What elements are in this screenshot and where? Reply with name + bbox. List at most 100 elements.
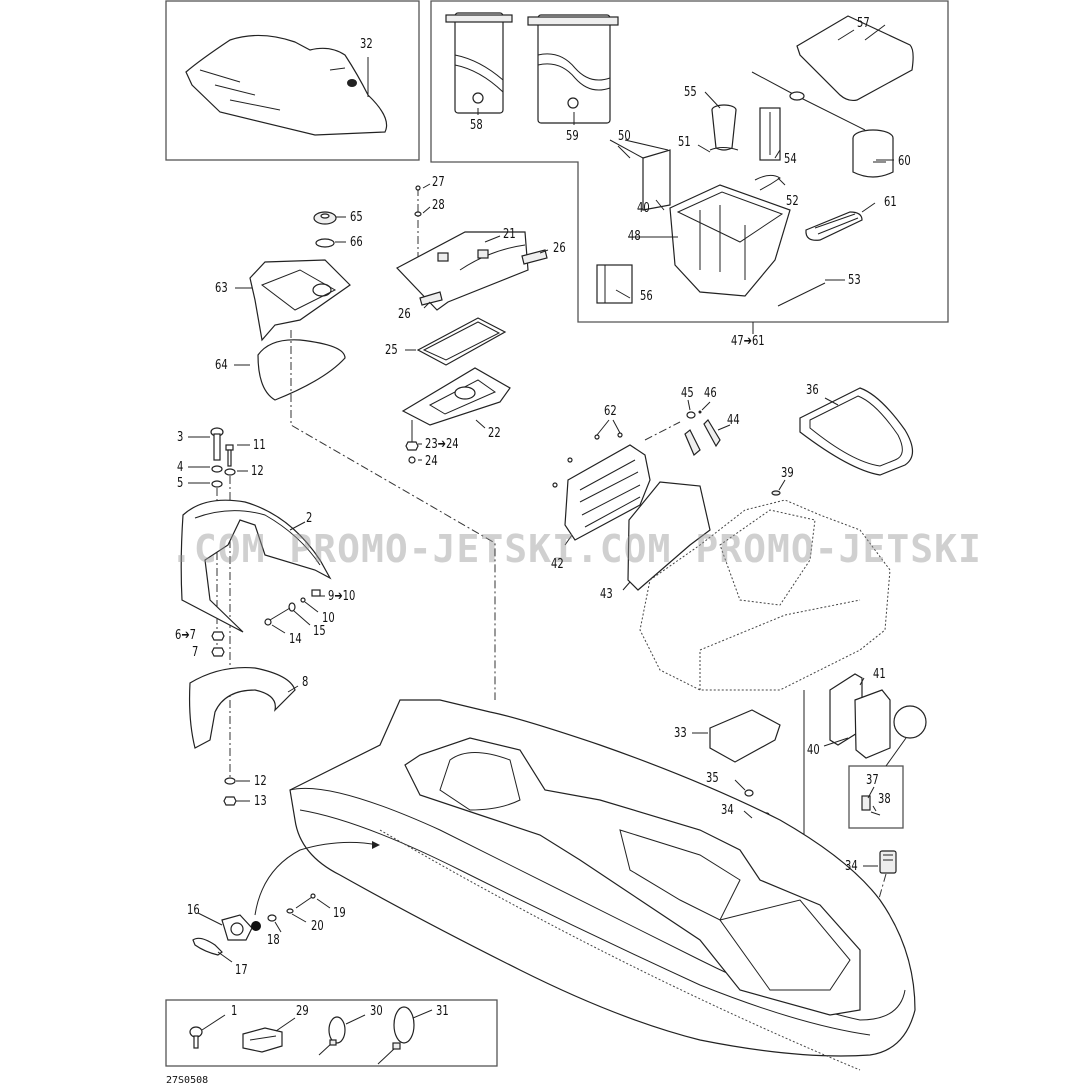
gasket-part-43 (627, 481, 711, 591)
washer-part-12a (224, 468, 236, 476)
hardware-inset-box (165, 999, 498, 1067)
connector-part-29 (242, 1027, 283, 1053)
callout-53: 53 (848, 273, 861, 288)
callout-54: 54 (784, 152, 797, 167)
callout-26-right: 26 (553, 241, 566, 256)
lanyard-float (789, 91, 805, 101)
callout-18: 18 (267, 933, 280, 948)
leader-lines (188, 29, 894, 1032)
cup-part-55 (704, 91, 737, 151)
callout-32: 32 (360, 37, 373, 52)
hose-connector (251, 921, 261, 931)
clip-part-52 (754, 174, 781, 191)
callout-22: 22 (488, 426, 501, 441)
latch-part-37 (861, 795, 871, 811)
latch-detail-box (848, 765, 904, 829)
callout-12-upper: 12 (251, 464, 264, 479)
callout-10: 10 (322, 611, 335, 626)
cowl-part-2 (180, 499, 332, 633)
pad-part-57 (796, 15, 914, 102)
screw-part-14 (269, 607, 291, 621)
callout-61: 61 (884, 195, 897, 210)
callout-59: 59 (566, 129, 579, 144)
callout-56: 56 (640, 289, 653, 304)
plate-part-33 (709, 709, 781, 763)
callout-55: 55 (684, 85, 697, 100)
callout-2: 2 (306, 511, 313, 526)
callout-40-storage: 40 (637, 201, 650, 216)
tray-part-22 (401, 367, 511, 426)
latch-part-40 (854, 689, 891, 759)
washer-part-5 (211, 480, 223, 488)
clip-part-17 (192, 937, 223, 956)
gasket-part-25 (416, 317, 507, 366)
callout-38: 38 (878, 792, 891, 807)
callout-39: 39 (781, 466, 794, 481)
callout-17: 17 (235, 963, 248, 978)
callout-33: 33 (674, 726, 687, 741)
storage-kit-inset-box (430, 0, 949, 323)
callout-47-61: 47➔61 (731, 334, 765, 349)
callout-8: 8 (302, 675, 309, 690)
callout-58: 58 (470, 118, 483, 133)
detail-circle (893, 705, 927, 739)
glovebox-part-63 (249, 259, 351, 342)
callout-15: 15 (313, 624, 326, 639)
tether-part-35 (744, 789, 754, 797)
callout-27: 27 (432, 175, 445, 190)
watermark-text: .COM PROMO-JETSKI.COM PROMO-JETSKI (170, 527, 982, 571)
callout-25: 25 (385, 343, 398, 358)
bolt-part-11 (225, 444, 234, 467)
callout-28: 28 (432, 198, 445, 213)
washer-part-18 (267, 914, 277, 922)
fitting-part-16 (221, 914, 253, 941)
pad-part-26b (419, 291, 443, 306)
nut-part-39 (771, 490, 781, 496)
washer-part-15 (288, 602, 296, 612)
callout-52: 52 (786, 194, 799, 209)
callout-41: 41 (873, 667, 886, 682)
callout-60: 60 (898, 154, 911, 169)
callout-50: 50 (618, 129, 631, 144)
strap-part-61 (805, 211, 863, 241)
callout-16: 16 (187, 903, 200, 918)
cover-inset-box (165, 0, 420, 161)
callout-7: 7 (192, 645, 199, 660)
cable-tie-part-31 (377, 1006, 415, 1065)
bag-part-58 (445, 12, 513, 115)
drawing-code: 27S0508 (166, 1075, 209, 1086)
callout-5: 5 (177, 476, 184, 491)
mount-plate-part-21 (396, 231, 529, 311)
pad-part-26a (521, 249, 548, 265)
callout-1: 1 (231, 1004, 238, 1019)
callout-12-lower: 12 (254, 774, 267, 789)
callout-21: 21 (503, 227, 516, 242)
callout-35: 35 (706, 771, 719, 786)
gasket-part-36 (799, 387, 914, 476)
nut-part-4 (211, 465, 223, 473)
bolt-part-3 (210, 427, 224, 461)
seal-part-66 (315, 238, 335, 248)
callout-48: 48 (628, 229, 641, 244)
plate-part-40 (609, 139, 671, 211)
callout-13: 13 (254, 794, 267, 809)
clamp-part-45 (686, 411, 696, 419)
callout-11: 11 (253, 438, 266, 453)
callout-44: 44 (727, 413, 740, 428)
callout-64: 64 (215, 358, 228, 373)
drain-plug-part-34b (879, 850, 897, 874)
callout-62: 62 (604, 404, 617, 419)
callout-46: 46 (704, 386, 717, 401)
callout-31: 31 (436, 1004, 449, 1019)
callout-40-latch: 40 (807, 743, 820, 758)
callout-14: 14 (289, 632, 302, 647)
callout-34-right: 34 (845, 859, 858, 874)
nut-part-10 (300, 597, 306, 603)
callout-51: 51 (678, 135, 691, 150)
callout-19: 19 (333, 906, 346, 921)
callout-66: 66 (350, 235, 363, 250)
callout-65: 65 (350, 210, 363, 225)
callout-57: 57 (857, 16, 870, 31)
clip-part-9 (311, 589, 321, 597)
